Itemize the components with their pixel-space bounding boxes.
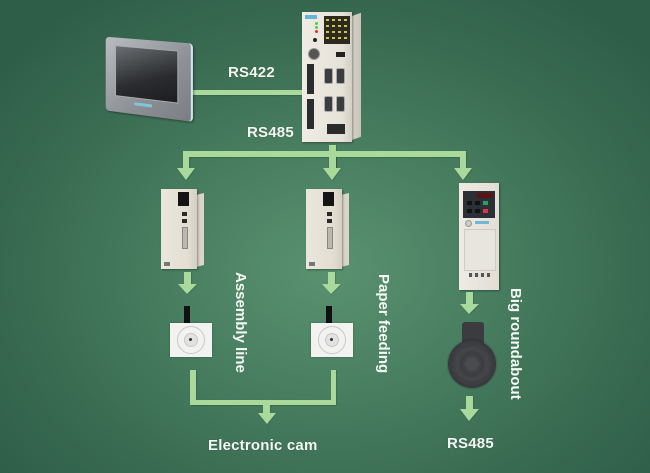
plc-side-panel — [352, 12, 361, 141]
servo-drive-2-io-connector — [327, 227, 333, 249]
drop-motor-1 — [184, 272, 191, 285]
plc-com-port-1 — [324, 68, 333, 84]
servo-drive-1-side — [196, 193, 204, 267]
rs485-main-bus — [183, 151, 466, 157]
inverter-stop-key — [483, 209, 488, 213]
arrow-to-servo-1 — [177, 168, 195, 180]
servo-motor-1-flange — [177, 326, 205, 354]
servo-motor-2-shaft — [330, 338, 333, 341]
servo-drive-1-icon — [161, 189, 197, 269]
inverter-logo — [475, 221, 489, 224]
cam-bus — [190, 400, 336, 405]
plc-icon — [302, 12, 352, 142]
inverter-run-key — [483, 201, 488, 205]
inverter-icon — [459, 183, 499, 290]
assembly-line-label: Assembly line — [232, 272, 249, 373]
drop-big-motor — [466, 292, 473, 305]
electronic-cam-label: Electronic cam — [208, 437, 318, 454]
plc-switch — [313, 38, 317, 42]
servo-motor-1-shaft — [189, 338, 192, 341]
plc-io-indicator — [324, 16, 350, 44]
arrow-to-rs485-output — [460, 409, 479, 421]
servo-drive-2-side — [341, 193, 349, 267]
big-motor-icon — [448, 340, 496, 388]
rs422-link — [188, 90, 302, 95]
servo-drive-2-terminal — [309, 262, 315, 266]
arrow-to-big-motor — [460, 304, 479, 314]
plc-terminal-block-2 — [307, 99, 314, 129]
servo-motor-2-flange — [318, 326, 346, 354]
rs422-label: RS422 — [228, 64, 275, 81]
inverter-knob — [465, 220, 472, 227]
servo-drive-2-port-a — [327, 212, 332, 216]
plc-mini-din-port — [308, 48, 320, 60]
plc-brand-tag — [305, 15, 317, 19]
arrow-to-motor-1 — [178, 284, 197, 294]
arrow-to-motor-2 — [322, 284, 341, 294]
rs485-output-label: RS485 — [447, 435, 494, 452]
paper-feeding-label: Paper feeding — [375, 274, 392, 374]
plc-power-connector — [327, 124, 345, 134]
motor-2-out — [331, 370, 336, 405]
inverter-cover — [464, 229, 496, 271]
motor-1-out — [190, 370, 196, 405]
inverter-key-4 — [475, 209, 480, 213]
servo-motor-1-cable — [184, 306, 190, 324]
arrow-to-vfd — [454, 168, 472, 180]
arrow-to-electronic-cam — [258, 413, 276, 424]
servo-motor-1-icon — [170, 323, 212, 357]
hmi-logo — [134, 102, 152, 108]
big-motor-junction-box — [462, 322, 484, 344]
inverter-display — [477, 193, 493, 198]
servo-drive-1-port-b — [182, 219, 187, 223]
plc-com-port-2 — [336, 68, 345, 84]
inverter-key-2 — [475, 201, 480, 205]
servo-motor-2-icon — [311, 323, 353, 357]
servo-drive-2-port-b — [327, 219, 332, 223]
hmi-screen — [115, 45, 179, 104]
servo-drive-1-display — [178, 192, 189, 206]
drop-motor-2 — [328, 272, 335, 285]
rs485-bus-label: RS485 — [247, 124, 294, 141]
plc-led-run — [315, 22, 318, 25]
inverter-key-1 — [467, 201, 472, 205]
big-motor-out — [466, 396, 473, 410]
arrow-to-servo-2 — [323, 168, 341, 180]
inverter-terminals — [469, 273, 493, 277]
plc-led-comm — [315, 26, 318, 29]
plc-usb-port — [336, 52, 345, 57]
plc-com-port-4 — [336, 96, 345, 112]
hmi-touchscreen-icon — [105, 36, 193, 122]
drop-vfd — [460, 151, 466, 169]
inverter-key-3 — [467, 209, 472, 213]
drop-servo-1 — [183, 151, 189, 169]
plc-terminal-block-1 — [307, 64, 314, 94]
inverter-keypad — [463, 191, 495, 218]
plc-down — [329, 145, 336, 155]
plc-led-error — [315, 30, 318, 33]
big-roundabout-label: Big roundabout — [507, 288, 524, 400]
drop-servo-2 — [329, 151, 336, 169]
cam-drop — [263, 405, 270, 414]
servo-drive-1-io-connector — [182, 227, 188, 249]
servo-drive-1-port-a — [182, 212, 187, 216]
servo-drive-2-icon — [306, 189, 342, 269]
servo-drive-2-display — [323, 192, 334, 206]
servo-drive-1-terminal — [164, 262, 170, 266]
plc-com-port-3 — [324, 96, 333, 112]
servo-motor-2-cable — [326, 306, 332, 324]
